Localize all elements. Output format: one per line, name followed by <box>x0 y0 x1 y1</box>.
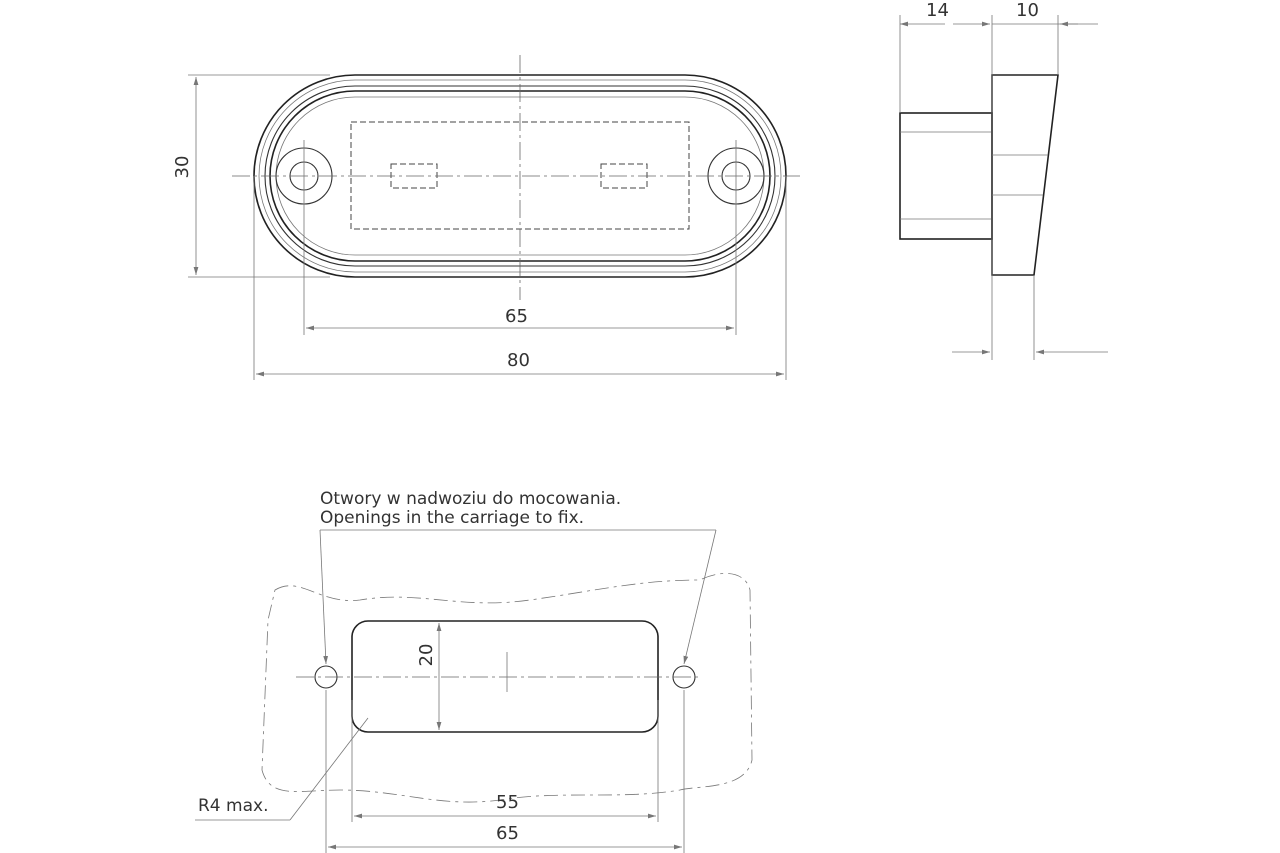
dim-hole-spacing-label: 65 <box>505 306 528 327</box>
radius-label: R4 max. <box>198 796 269 816</box>
side-view <box>899 15 1108 360</box>
lamp-head <box>991 74 1059 276</box>
mounting-cutout-view <box>195 529 753 853</box>
mounting-note-pl: Otwory w nadwoziu do mocowania. <box>320 489 622 509</box>
dim-cutout-hole-spacing-label: 65 <box>496 823 519 844</box>
mounting-note-en: Openings in the carriage to fix. <box>320 508 585 528</box>
dim-base-depth-label: 14 <box>926 0 949 21</box>
front-view <box>188 55 800 380</box>
dim-cutout-height-label: 20 <box>416 643 437 667</box>
dim-cutout-width-label: 55 <box>496 792 519 813</box>
cutout-rectangle <box>351 620 659 733</box>
dim-head-depth-label: 10 <box>1016 0 1039 21</box>
dim-height-label: 30 <box>172 155 193 179</box>
dim-overall-length-label: 80 <box>507 350 530 371</box>
mounting-note: Otwory w nadwoziu do mocowania. Openings… <box>320 490 621 528</box>
